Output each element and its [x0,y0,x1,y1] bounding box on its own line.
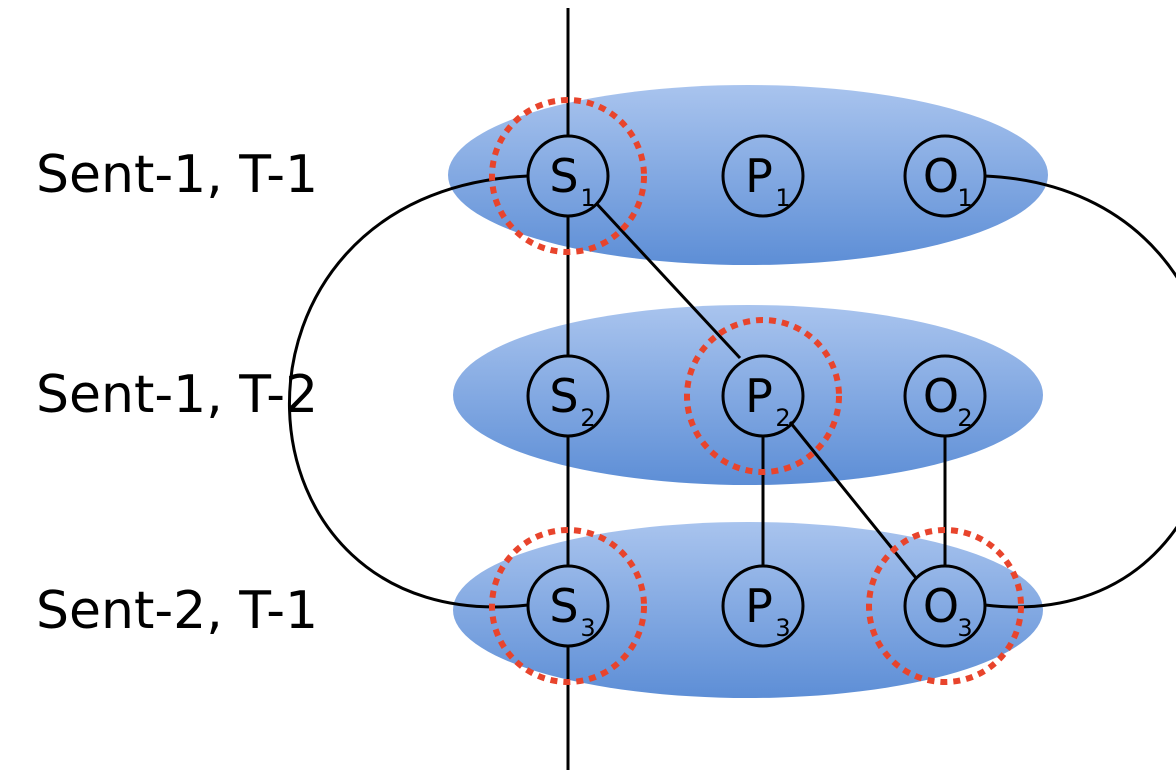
node-letter-s1: S [549,149,578,203]
row-bands [448,85,1048,698]
node-letter-o2: O [923,369,959,423]
edge-o1-o3-arc [984,174,1176,609]
node-o2: O2 [903,354,987,438]
node-letter-s2: S [549,369,578,423]
row-band-2 [453,305,1043,485]
node-circle-s1 [526,134,610,218]
node-subscript-p1: 1 [775,184,790,212]
node-subscript-s2: 2 [580,404,595,432]
row-label-2: Sent-1, T-2 [36,365,318,425]
node-circle-p3 [721,564,805,648]
row-band-3 [453,522,1043,698]
row-label-1: Sent-1, T-1 [36,145,318,205]
node-o3: O3 [866,527,1024,685]
row-band-1 [448,85,1048,265]
highlight-ring-s3 [489,527,647,685]
edge-s1-p2 [594,201,742,360]
highlight-ring-o3 [866,527,1024,685]
node-letter-o1: O [923,149,959,203]
node-letter-p2: P [745,369,773,423]
node-letter-s3: S [549,579,578,633]
node-circle-s2 [526,354,610,438]
node-subscript-p2: 2 [775,404,790,432]
node-circle-p2 [721,354,805,438]
node-subscript-o1: 1 [957,184,972,212]
edge-s1-s3-arc [287,174,529,609]
node-letter-p1: P [745,149,773,203]
node-o1: O1 [903,134,987,218]
node-circle-o3 [903,564,987,648]
node-subscript-o3: 3 [957,614,972,642]
node-circle-s3 [526,564,610,648]
node-subscript-s3: 3 [580,614,595,642]
node-letter-p3: P [745,579,773,633]
node-circle-o2 [903,354,987,438]
highlight-ring-s1 [489,97,647,255]
edges [287,8,1176,770]
node-subscript-p3: 3 [775,614,790,642]
highlight-ring-p2 [684,317,842,475]
node-circle-p1 [721,134,805,218]
row-label-3: Sent-2, T-1 [36,581,318,641]
node-circle-o1 [903,134,987,218]
row-labels: Sent-1, T-1 Sent-1, T-2 Sent-2, T-1 [36,145,318,641]
node-subscript-o2: 2 [957,404,972,432]
node-subscript-s1: 1 [580,184,595,212]
node-letter-o3: O [923,579,959,633]
